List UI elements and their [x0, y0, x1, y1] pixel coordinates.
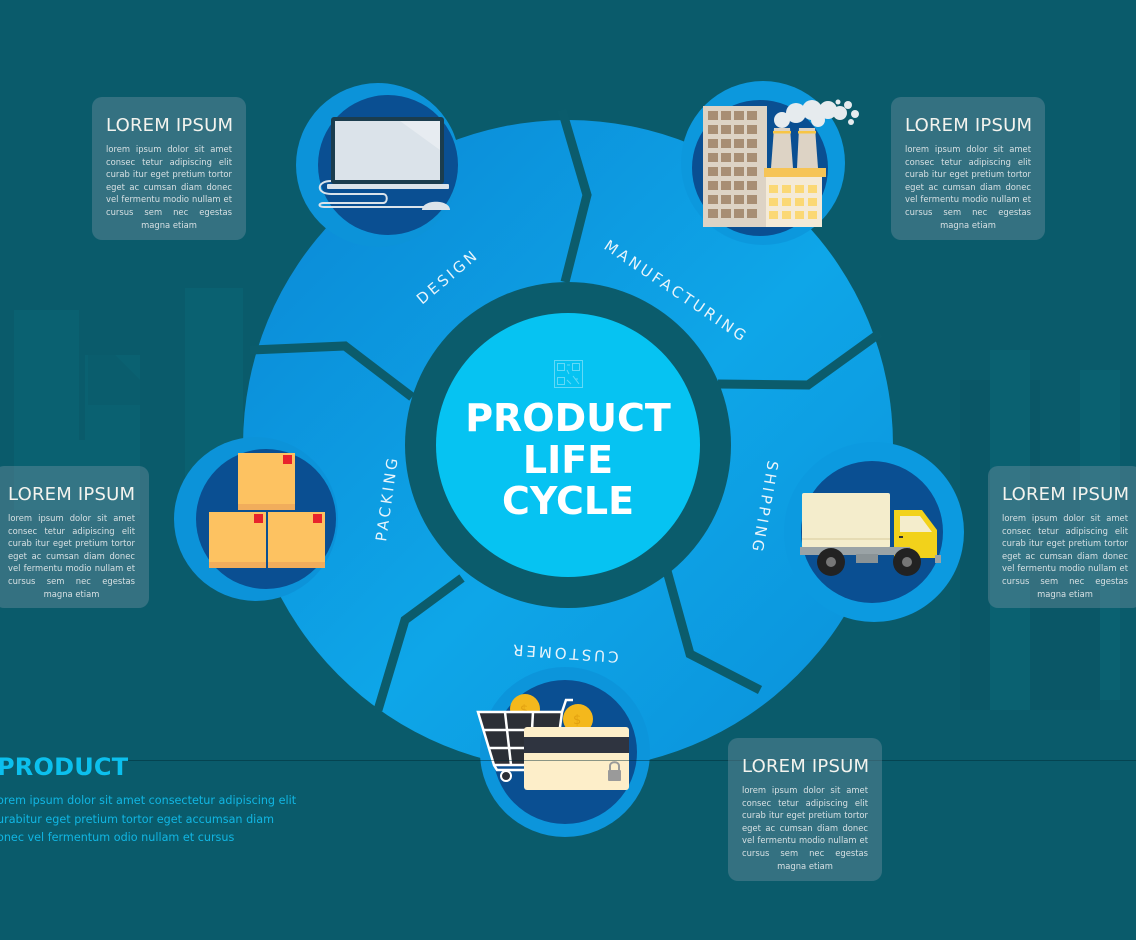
city-skyline-background [14, 288, 1120, 710]
footer-line-2: urabitur eget pretium tortor eget accums… [0, 812, 275, 826]
smoke-cloud [774, 99, 859, 128]
svg-text:$: $ [520, 703, 528, 718]
footer-description: PRODUCT orem ipsum dolor sit amet consec… [0, 752, 320, 848]
info-box-title: LOREM IPSUM [905, 115, 1033, 136]
center-title-line-2: LIFE [523, 438, 613, 482]
info-box-body: lorem ipsum dolor sit amet consec tetur … [8, 513, 135, 599]
info-box-body: lorem ipsum dolor sit amet consec tetur … [905, 144, 1031, 230]
info-box-title: LOREM IPSUM [742, 756, 870, 777]
footer-title: PRODUCT [0, 753, 129, 781]
info-box-customer: LOREM IPSUM lorem ipsum dolor sit amet c… [728, 738, 882, 881]
info-box-manufacturing: LOREM IPSUM lorem ipsum dolor sit amet c… [891, 97, 1045, 240]
info-box-body: lorem ipsum dolor sit amet consec tetur … [1002, 513, 1128, 599]
info-box-packing: LOREM IPSUM lorem ipsum dolor sit amet c… [0, 466, 149, 608]
info-box-body: lorem ipsum dolor sit amet consec tetur … [106, 144, 232, 230]
info-box-design: LOREM IPSUM lorem ipsum dolor sit amet c… [92, 97, 246, 240]
info-box-shipping: LOREM IPSUM lorem ipsum dolor sit amet c… [988, 466, 1136, 608]
shopping-cart-icon: $ $ [476, 680, 637, 824]
center-title: PRODUCT LIFE CYCLE [465, 396, 671, 523]
svg-text:$: $ [573, 713, 581, 728]
info-box-title: LOREM IPSUM [106, 115, 234, 136]
center-hub [405, 282, 731, 608]
segment-separators [249, 108, 883, 712]
center-title-line-3: CYCLE [502, 479, 634, 523]
boxes-icon [196, 449, 336, 589]
info-box-body: lorem ipsum dolor sit amet consec tetur … [742, 785, 868, 871]
footer-line-1: orem ipsum dolor sit amet consectetur ad… [0, 794, 297, 807]
info-box-title: LOREM IPSUM [1002, 484, 1130, 505]
truck-icon [800, 461, 943, 603]
laptop-icon [318, 95, 458, 235]
center-title-line-1: PRODUCT [465, 396, 671, 440]
factory-icon [692, 99, 859, 236]
qr-code-icon [554, 360, 583, 388]
footer-line-3: onec vel fermentum odio nullam et cursus [0, 831, 235, 844]
info-box-title: LOREM IPSUM [8, 484, 136, 505]
footer-divider [115, 760, 1136, 761]
